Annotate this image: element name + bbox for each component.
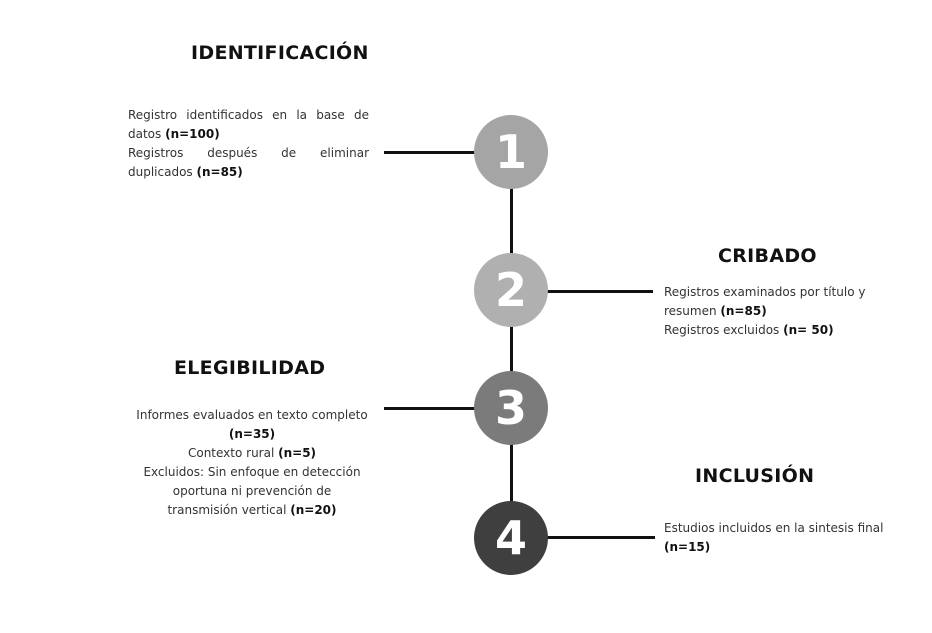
stage-4-line: Estudios incluidos en la sintesis final …: [664, 519, 904, 557]
line-text: Estudios incluidos en la sintesis final: [664, 521, 884, 535]
line-count: (n=85): [196, 165, 243, 179]
line-count: (n=5): [278, 446, 317, 460]
stage-3-connector: [384, 407, 478, 410]
line-text: Contexto rural: [187, 446, 279, 460]
line-count: (n=100): [165, 127, 220, 141]
stage-1-line: Registro identificados en la base de dat…: [128, 106, 369, 144]
stage-2-text: Registros examinados por título y resume…: [664, 283, 884, 340]
line-count: (n= 50): [783, 323, 834, 337]
stage-2-circle: 2: [474, 253, 548, 327]
stage-4-text: Estudios incluidos en la sintesis final …: [664, 519, 904, 557]
line-text: Registros después de eliminar duplicados: [128, 146, 369, 179]
stage-title-cribado: CRIBADO: [718, 245, 817, 267]
stage-1-connector: [384, 151, 478, 154]
stage-4-circle: 4: [474, 501, 548, 575]
stage-3-text: Informes evaluados en texto completo (n=…: [122, 406, 382, 520]
stage-title-elegibilidad: ELEGIBILIDAD: [174, 357, 326, 379]
stage-2-line: Registros examinados por título y resume…: [664, 283, 884, 321]
stage-title-inclusion: INCLUSIÓN: [695, 465, 815, 487]
stage-title-identificacion: IDENTIFICACIÓN: [191, 42, 369, 64]
stage-1-circle: 1: [474, 115, 548, 189]
stage-3-circle: 3: [474, 371, 548, 445]
line-count: (n=15): [664, 540, 711, 554]
stage-4-connector: [545, 536, 655, 539]
line-text: Registro identificados en la base de dat…: [128, 108, 369, 141]
timeline-connector: [510, 185, 513, 505]
line-text: Excluidos: Sin enfoque en detección opor…: [143, 465, 361, 517]
line-count: (n=20): [290, 503, 337, 517]
line-count: (n=35): [228, 427, 276, 441]
stage-3-line: Excluidos: Sin enfoque en detección opor…: [122, 463, 382, 520]
line-text: Registros excluidos: [664, 323, 784, 337]
line-text: Registros examinados por título y resume…: [664, 285, 866, 318]
stage-2-line: Registros excluidos (n= 50): [664, 321, 884, 340]
stage-3-line: Contexto rural (n=5): [122, 444, 382, 463]
stage-1-text: Registro identificados en la base de dat…: [128, 106, 369, 182]
line-text: Informes evaluados en texto completo: [136, 408, 368, 422]
stage-2-connector: [545, 290, 653, 293]
stage-3-line: Informes evaluados en texto completo (n=…: [122, 406, 382, 444]
stage-1-line: Registros después de eliminar duplicados…: [128, 144, 369, 182]
line-count: (n=85): [720, 304, 767, 318]
